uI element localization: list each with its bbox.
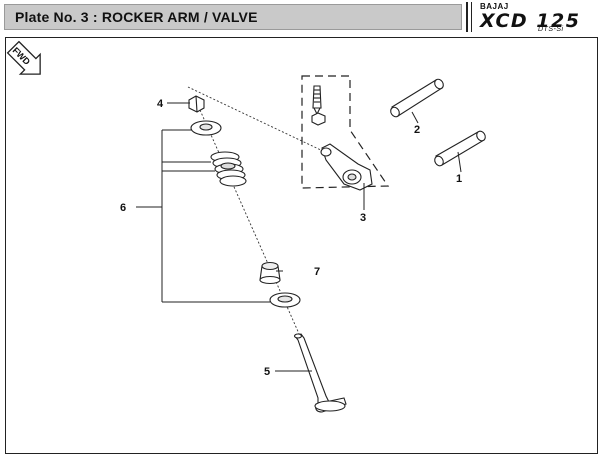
brand-separator-thin bbox=[471, 2, 472, 32]
rocker-arm-group-outline bbox=[301, 75, 390, 189]
callout-4: 4 bbox=[157, 98, 164, 110]
brand-subtitle: DTS-Si bbox=[538, 26, 564, 33]
callout-2: 2 bbox=[414, 124, 420, 136]
part-5-valve-icon bbox=[293, 333, 347, 413]
fwd-arrow-icon: FWD bbox=[6, 40, 41, 75]
diagram-frame bbox=[5, 37, 598, 454]
leader-lines bbox=[136, 102, 462, 372]
part-3-rocker-arm-icon bbox=[311, 85, 373, 191]
header: Plate No. 3 : ROCKER ARM / VALVE BAJAJ X… bbox=[0, 0, 606, 34]
callout-6: 6 bbox=[120, 202, 126, 214]
part-4-cap-icon bbox=[188, 95, 205, 113]
callout-3: 3 bbox=[360, 212, 366, 224]
callout-5: 5 bbox=[264, 366, 270, 378]
title-bar: Plate No. 3 : ROCKER ARM / VALVE bbox=[4, 4, 462, 30]
callout-7: 7 bbox=[314, 266, 320, 278]
plate-title: Plate No. 3 : ROCKER ARM / VALVE bbox=[15, 9, 258, 25]
brand-maker: BAJAJ bbox=[480, 2, 509, 11]
spring-retainer-icon bbox=[190, 120, 222, 136]
callout-1: 1 bbox=[456, 173, 462, 185]
part-2-rocker-shaft-icon bbox=[390, 78, 444, 118]
part-1-shaft-icon bbox=[434, 130, 486, 167]
part-7-valve-seal-icon bbox=[259, 261, 281, 285]
brand-separator bbox=[466, 2, 468, 32]
spring-seat-washer-icon bbox=[269, 292, 301, 308]
brand-logo: BAJAJ XCD 125 DTS-Si bbox=[466, 2, 604, 34]
valve-spring-icon bbox=[210, 151, 247, 187]
brand-model: XCD 125 bbox=[480, 10, 581, 32]
